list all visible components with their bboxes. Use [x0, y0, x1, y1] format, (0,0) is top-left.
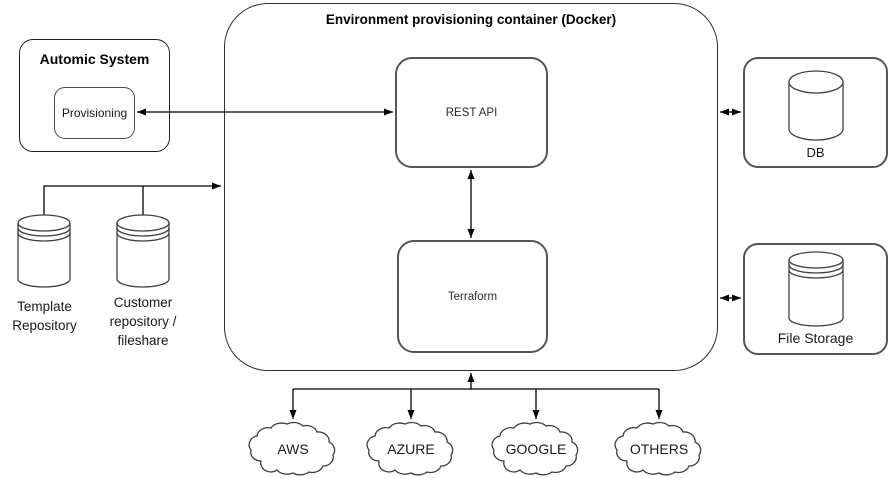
db-label: DB	[806, 145, 825, 160]
rest-api-box: REST API	[395, 57, 548, 168]
terraform-box: Terraform	[397, 240, 548, 353]
file-storage-box: File Storage	[743, 243, 888, 355]
provisioning-label: Provisioning	[61, 106, 128, 120]
google-cloud-label: GOOGLE	[505, 441, 567, 457]
db-cylinder-icon	[788, 70, 844, 141]
others-cloud-icon	[614, 421, 702, 476]
customer-repository-cylinder-icon	[116, 214, 170, 288]
automic-system-box: Automic System	[19, 39, 170, 152]
others-cloud-label: OTHERS	[629, 441, 689, 457]
azure-cloud-label: AZURE	[387, 441, 435, 457]
file-storage-label: File Storage	[777, 330, 854, 346]
container-title: Environment provisioning container (Dock…	[325, 12, 617, 27]
automic-system-title: Automic System	[39, 51, 150, 67]
aws-cloud-icon	[248, 421, 336, 476]
db-box: DB	[743, 57, 888, 168]
template-repository-cylinder-icon	[17, 214, 71, 288]
aws-cloud-label: AWS	[277, 441, 309, 457]
environment-provisioning-container: Environment provisioning container (Dock…	[224, 3, 718, 371]
rest-api-label: REST API	[445, 106, 498, 119]
azure-cloud-icon	[366, 421, 454, 476]
customer-repository-label: Customer repository / fileshare	[109, 295, 177, 348]
template-repository-label: Template Repository	[12, 299, 77, 333]
terraform-label: Terraform	[447, 290, 498, 303]
file-storage-cylinder-icon	[788, 251, 844, 327]
arrow-repositories-container	[43, 182, 221, 215]
provisioning-box: Provisioning	[54, 87, 135, 139]
google-cloud-icon	[491, 421, 579, 476]
